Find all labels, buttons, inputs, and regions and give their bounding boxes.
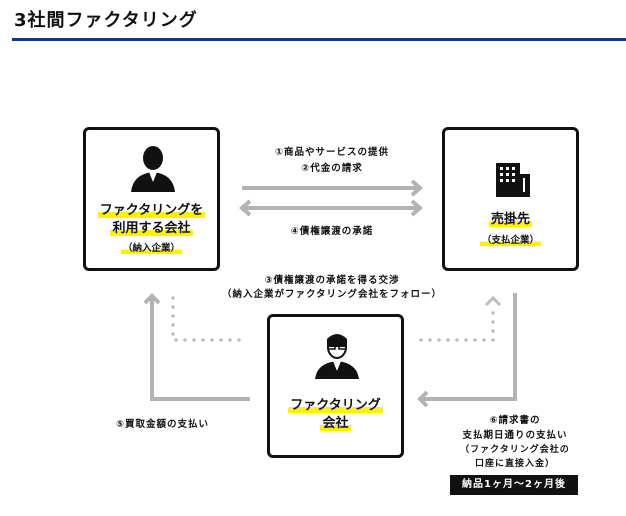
- client-label-line2: 利用する会社: [110, 221, 193, 236]
- arrow-double: [238, 199, 424, 217]
- factoring-company-box: ファクタリング 会社: [267, 314, 404, 458]
- buyer-label: 売掛先: [488, 212, 532, 227]
- client-label-line1: ファクタリングを: [97, 203, 206, 218]
- client-sub-label: （納入企業）: [120, 243, 182, 254]
- buyer-sub-label: （支払企業）: [479, 235, 541, 246]
- factor-label-line2: 会社: [320, 416, 351, 431]
- client-company-box: ファクタリングを 利用する会社 （納入企業）: [83, 127, 220, 271]
- step3-note: （納入企業がファクタリング会社をフォロー）: [221, 289, 443, 300]
- dotted-negotiation-left: [171, 296, 248, 342]
- title-underline: [12, 38, 626, 41]
- step6-note-line2: 口座に直接入金）: [474, 459, 555, 469]
- step2-label: ②代金の請求: [301, 163, 363, 174]
- step4-label: ④債権譲渡の承諾: [290, 226, 374, 237]
- businessman-icon: [131, 146, 175, 192]
- step5-label: ⑤買取金額の支払い: [116, 419, 210, 430]
- building-icon: [496, 163, 530, 197]
- step6-note-line1: （ファクタリング会社の: [460, 445, 570, 455]
- arrow-purchase-payment: [143, 293, 250, 401]
- step6-label-line2: 支払期日通りの支払い: [462, 430, 568, 441]
- arrow-buyer-payment: [417, 293, 517, 408]
- dotted-arrowhead: [484, 295, 502, 307]
- arrow-provide: [242, 179, 424, 197]
- dotted-negotiation-right: [419, 302, 495, 342]
- step1-label: ①商品やサービスの提供: [274, 147, 390, 158]
- buyer-company-box: 売掛先 （支払企業）: [442, 127, 579, 271]
- timing-badge: 納品1ヶ月〜2ヶ月後: [450, 475, 578, 495]
- factor-label-line1: ファクタリング: [288, 398, 383, 413]
- man-with-glasses-icon: [315, 334, 359, 379]
- step6-label-line1: ⑥請求書の: [489, 415, 541, 426]
- step3-label: ③債権譲渡の承諾を得る交渉: [264, 275, 400, 286]
- page-title: 3社間ファクタリング: [14, 10, 198, 31]
